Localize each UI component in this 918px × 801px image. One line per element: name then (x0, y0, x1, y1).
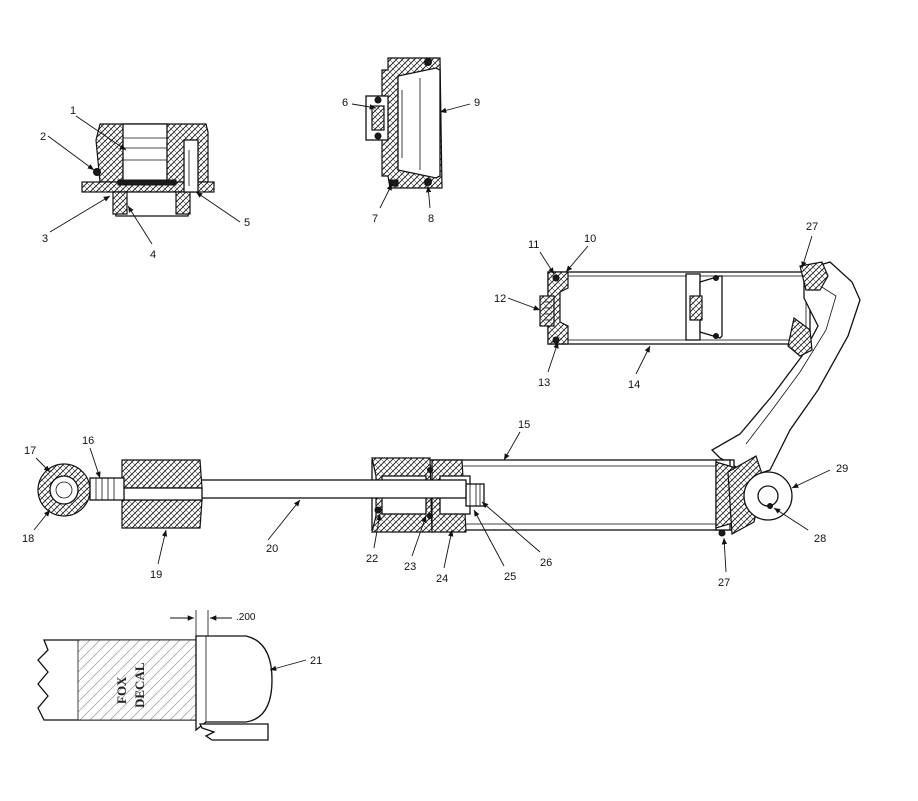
dimension-label: .200 (236, 612, 256, 623)
callout-15: 15 (518, 419, 530, 431)
leader-lines (33, 103, 831, 671)
decal-text-line2: DECAL (132, 662, 147, 708)
callout-25: 25 (504, 571, 516, 583)
reservoir-assembly (539, 271, 811, 345)
callout-20: 20 (266, 543, 278, 555)
callout-3: 3 (42, 233, 48, 245)
callout-26: 26 (540, 557, 552, 569)
callout-5: 5 (244, 217, 250, 229)
callout-19: 19 (150, 569, 162, 581)
callout-21: 21 (310, 655, 322, 667)
eyelet-end (37, 463, 125, 517)
callout-1: 1 (70, 105, 76, 117)
callout-11: 11 (528, 239, 539, 251)
callout-27-lower: 27 (718, 577, 730, 589)
callout-23: 23 (404, 561, 416, 573)
callout-22: 22 (366, 553, 378, 565)
bumper (121, 459, 203, 529)
callout-8: 8 (428, 213, 434, 225)
decal-placement-detail (37, 635, 273, 741)
callout-29: 29 (836, 463, 848, 475)
callout-27-upper: 27 (806, 221, 818, 233)
bearing-cap-detail (81, 123, 215, 217)
callout-28: 28 (814, 533, 826, 545)
callout-7: 7 (372, 213, 378, 225)
callout-17: 17 (24, 445, 36, 457)
callout-24: 24 (436, 573, 448, 585)
callout-labels: 1 2 3 4 5 6 7 8 9 10 11 12 13 14 15 16 1… (22, 97, 848, 708)
callout-18: 18 (22, 533, 34, 545)
callout-9: 9 (474, 97, 480, 109)
callout-12: 12 (494, 293, 506, 305)
callout-6: 6 (342, 97, 348, 109)
end-cap-detail (365, 57, 443, 189)
decal-text-line1: FOX (114, 676, 129, 704)
callout-16: 16 (82, 435, 94, 447)
callout-4: 4 (150, 249, 156, 261)
callout-10: 10 (584, 233, 596, 245)
lower-eyelet (743, 471, 793, 521)
callout-14: 14 (628, 379, 640, 391)
callout-2: 2 (40, 131, 46, 143)
callout-13: 13 (538, 377, 550, 389)
